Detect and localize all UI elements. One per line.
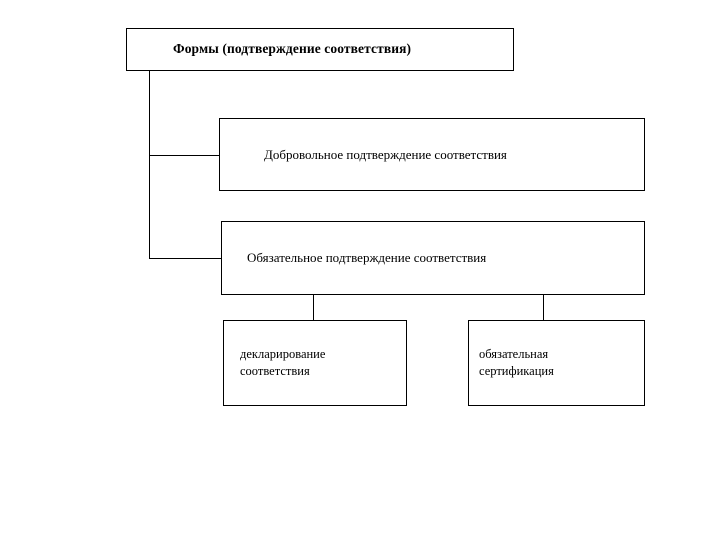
connector-mandatory-to-declaration <box>313 294 314 321</box>
node-certification-label: обязательная сертификация <box>479 347 554 378</box>
connector-root-to-voluntary <box>149 155 220 156</box>
connector-mandatory-to-certification <box>543 294 544 321</box>
node-mandatory-certification: обязательная сертификация <box>468 320 645 406</box>
node-root-label: Формы (подтверждение соответствия) <box>173 41 412 57</box>
node-mandatory-confirmation: Обязательное подтверждение соответствия <box>221 221 645 295</box>
connector-root-to-mandatory <box>149 258 222 259</box>
node-declaration-label: декларирование соответствия <box>240 347 326 378</box>
node-voluntary-label: Добровольное подтверждение соответствия <box>264 146 507 162</box>
node-root-forms: Формы (подтверждение соответствия) <box>126 28 514 71</box>
node-voluntary-confirmation: Добровольное подтверждение соответствия <box>219 118 645 191</box>
node-declaration-of-conformity: декларирование соответствия <box>223 320 407 406</box>
node-mandatory-label: Обязательное подтверждение соответствия <box>247 250 487 266</box>
connector-root-trunk <box>149 70 150 259</box>
